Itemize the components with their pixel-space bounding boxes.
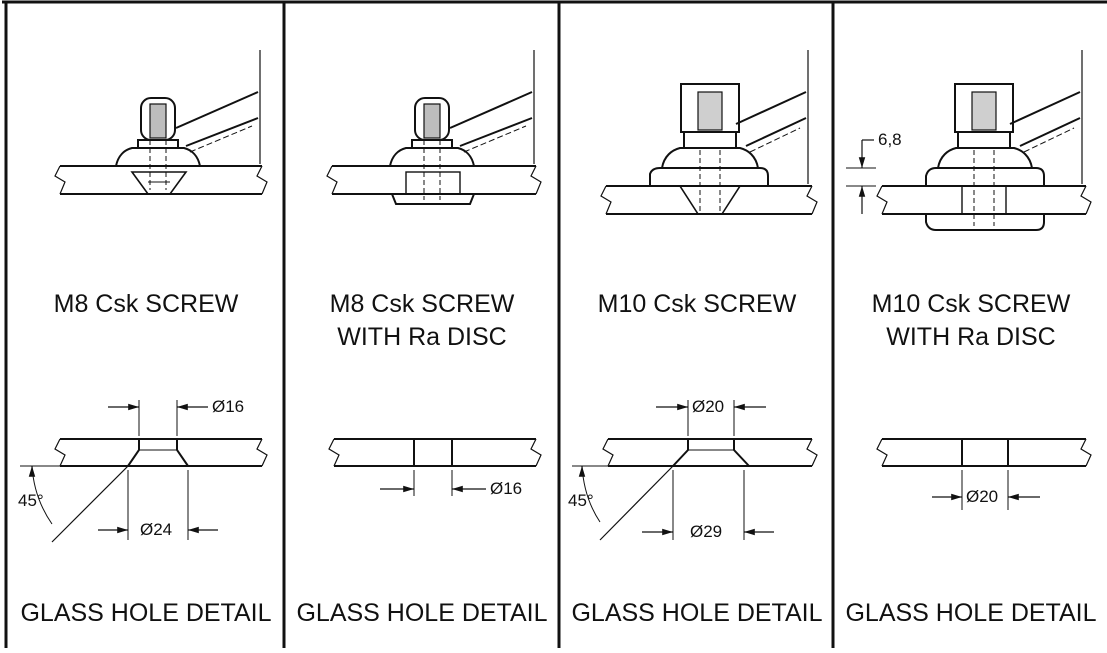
panel-4-screw-assembly — [846, 50, 1092, 231]
panel-4-hole-detail — [876, 438, 1092, 510]
panel-3-dim-top: Ø20 — [692, 397, 725, 416]
panel-1-dim-top: Ø16 — [212, 397, 245, 416]
panel-1-screw-assembly — [54, 50, 268, 195]
panel-3-dim-bottom: Ø29 — [690, 522, 723, 541]
panel-3-title: M10 Csk SCREW — [559, 288, 835, 321]
panel-2-screw-assembly — [326, 50, 542, 205]
panel-1-footer: GLASS HOLE DETAIL — [20, 599, 272, 627]
panel-1-dim-angle: 45° — [18, 491, 44, 510]
panel-2-title-line-2: WITH Ra DISC — [337, 323, 507, 351]
panel-4-title: M10 Csk SCREW WITH Ra DISC — [833, 288, 1107, 354]
panel-3-footer: GLASS HOLE DETAIL — [571, 599, 823, 627]
panel-3-screw-assembly — [600, 50, 818, 215]
panel-4-dim-thickness: 6,8 — [878, 130, 902, 149]
panel-4-dim-bottom: Ø20 — [966, 487, 999, 506]
panel-2-footer: GLASS HOLE DETAIL — [296, 599, 548, 627]
panel-4-title-line-2: WITH Ra DISC — [886, 323, 1056, 351]
panel-2-title: M8 Csk SCREW WITH Ra DISC — [284, 288, 560, 354]
panel-3-dim-angle: 45° — [568, 491, 594, 510]
panel-2-hole-detail — [328, 438, 542, 496]
panel-4-title-line-1: M10 Csk SCREW — [871, 290, 1071, 318]
panel-3-hole-detail — [572, 400, 818, 541]
panel-1-hole-detail — [20, 400, 268, 543]
panel-2-dim-bottom: Ø16 — [490, 479, 523, 498]
panel-1-title: M8 Csk SCREW — [8, 288, 284, 321]
panel-4-footer: GLASS HOLE DETAIL — [845, 599, 1097, 627]
panel-2-title-line-1: M8 Csk SCREW — [329, 290, 515, 318]
panel-3-title-line-1: M10 Csk SCREW — [597, 290, 797, 318]
panel-1-title-line-1: M8 Csk SCREW — [53, 290, 239, 318]
panel-1-dim-bottom: Ø24 — [140, 520, 173, 539]
